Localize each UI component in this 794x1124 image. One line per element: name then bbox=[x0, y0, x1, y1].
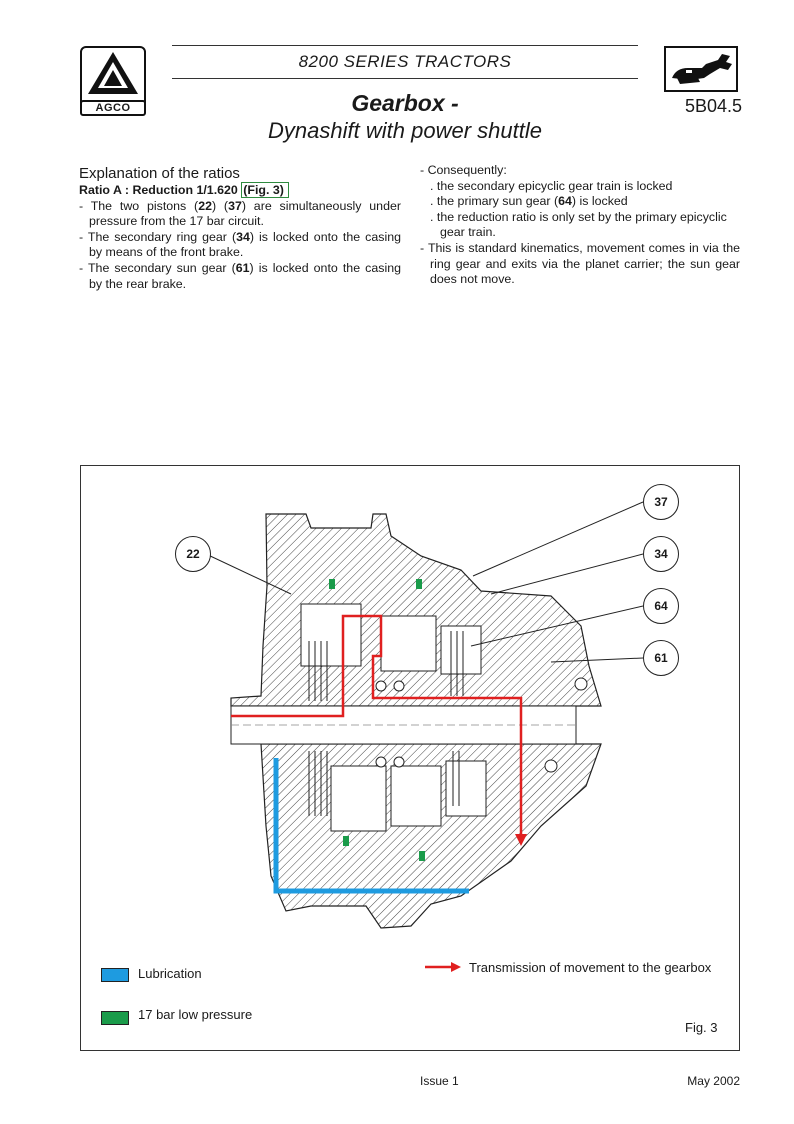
right-column: - Consequently: . the secondary epicycli… bbox=[420, 163, 740, 288]
list-item: - The secondary ring gear (34) is locked… bbox=[79, 229, 401, 260]
ratio-heading: Ratio A : Reduction 1/1.620 (Fig. 3) bbox=[79, 182, 401, 199]
wrench-hand-icon bbox=[664, 46, 738, 92]
consequently-intro: - Consequently: bbox=[420, 163, 507, 177]
header-rule-bottom bbox=[172, 78, 638, 79]
low-pressure-label: 17 bar low pressure bbox=[138, 1007, 253, 1022]
figure-frame: 22 37 34 64 61 Lubrication 17 bar low pr… bbox=[80, 465, 740, 1051]
footer-date: May 2002 bbox=[687, 1074, 740, 1088]
lubrication-label: Lubrication bbox=[138, 966, 202, 981]
low-pressure-swatch bbox=[101, 1011, 129, 1025]
transmission-label: Transmission of movement to the gearbox bbox=[469, 960, 712, 975]
sub-item: . the reduction ratio is only set by the… bbox=[430, 209, 727, 240]
ratio-label: Ratio A : Reduction 1/1.620 bbox=[79, 183, 238, 197]
conclusion-item: - This is standard kinematics, movement … bbox=[420, 240, 740, 287]
fig-reference: (Fig. 3) bbox=[241, 182, 289, 198]
page-code: 5B04.5 bbox=[684, 96, 742, 116]
callout-61: 61 bbox=[643, 640, 679, 676]
list-item: - The secondary sun gear (61) is locked … bbox=[79, 260, 401, 291]
agco-logo-text: AGCO bbox=[80, 100, 146, 116]
sub-item: . the secondary epicyclic gear train is … bbox=[430, 178, 673, 193]
callout-34: 34 bbox=[643, 536, 679, 572]
page-title: Gearbox - bbox=[351, 90, 459, 116]
sub-item: . the primary sun gear (64) is locked bbox=[430, 194, 628, 209]
list-item: - The two pistons (22) (37) are simultan… bbox=[79, 198, 401, 229]
callout-37: 37 bbox=[643, 484, 679, 520]
gearbox-cross-section-drawing bbox=[205, 501, 644, 929]
series-title: 8200 SERIES TRACTORS bbox=[298, 52, 512, 71]
page-subtitle: Dynashift with power shuttle bbox=[268, 118, 542, 143]
callout-22: 22 bbox=[175, 536, 211, 572]
lubrication-swatch bbox=[101, 968, 129, 982]
footer-issue: Issue 1 bbox=[420, 1074, 459, 1088]
header-rule-top bbox=[172, 45, 638, 46]
agco-triangle-icon bbox=[88, 52, 138, 94]
callout-64: 64 bbox=[643, 588, 679, 624]
left-column: Explanation of the ratios Ratio A : Redu… bbox=[79, 165, 401, 292]
figure-label: Fig. 3 bbox=[685, 1020, 718, 1035]
transmission-arrow-icon bbox=[425, 962, 461, 972]
section-heading: Explanation of the ratios bbox=[79, 165, 240, 182]
